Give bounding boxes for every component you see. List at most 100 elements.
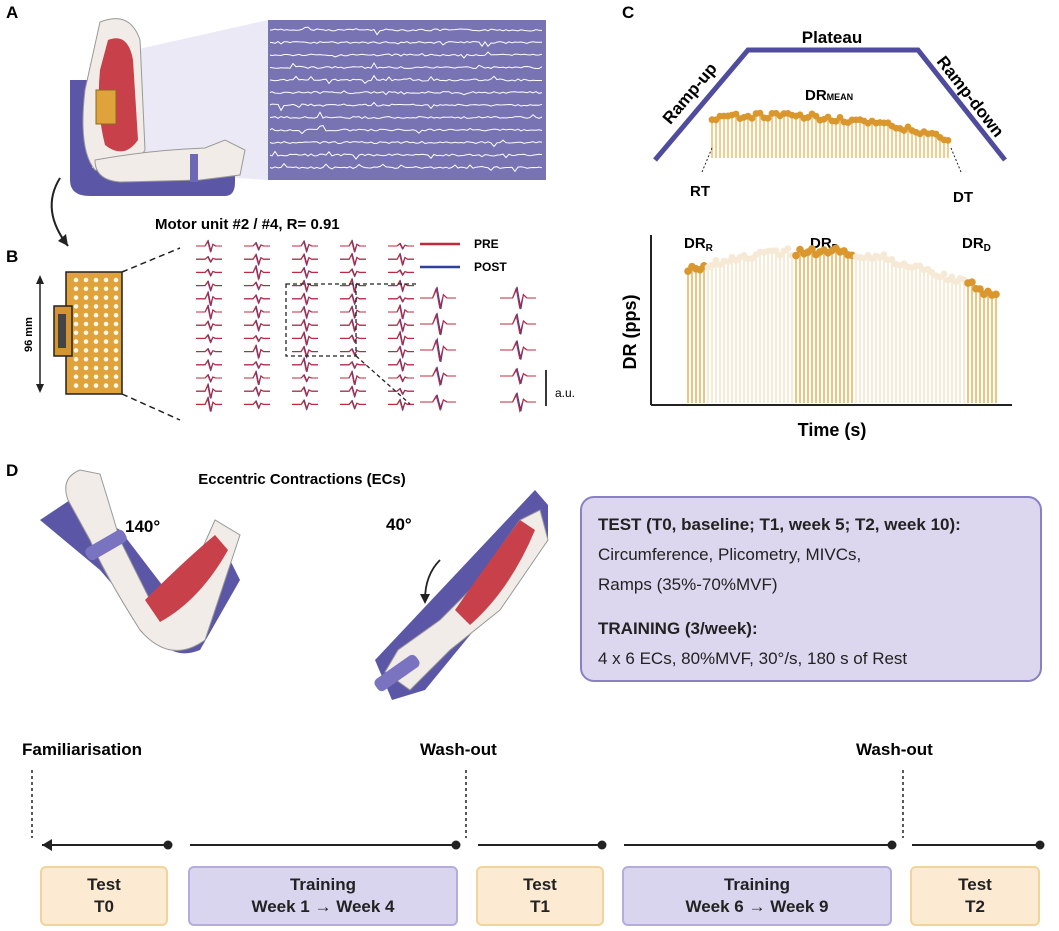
muap-waveform	[340, 305, 366, 320]
electrode-dot	[113, 304, 119, 309]
muap-waveform	[500, 286, 536, 309]
muap-waveform	[388, 387, 414, 395]
electrode-dot	[73, 277, 79, 283]
muap-waveform	[388, 398, 414, 411]
electrode-dot	[73, 356, 79, 362]
muap-waveform	[244, 400, 270, 410]
electrode-dot	[93, 339, 99, 344]
zoom-line-bottom	[121, 393, 181, 421]
electrode-dot	[103, 312, 109, 318]
muap-waveform	[196, 373, 222, 383]
dr-d-main: DR	[962, 235, 984, 252]
muap-waveform	[388, 269, 414, 276]
arm-illustration-a	[70, 18, 268, 196]
dr-point	[708, 261, 716, 269]
dr-point	[992, 290, 1000, 299]
dimension-label: 96 mm	[23, 317, 35, 352]
box-line-2: T1	[530, 897, 550, 916]
dr-point	[888, 255, 896, 263]
electrode-dot	[83, 383, 89, 388]
electrode-dot	[93, 330, 99, 336]
muap-waveform	[292, 374, 318, 383]
c-x-axis-label: Time (s)	[798, 420, 867, 440]
muap-waveform	[292, 292, 318, 306]
electrode-dot	[83, 374, 89, 380]
electrode-dot	[83, 286, 89, 292]
muap-waveform	[292, 305, 318, 320]
emg-trace	[269, 51, 543, 59]
timeline-box-test-t2: Test T2	[910, 866, 1040, 926]
muap-waveform	[292, 240, 318, 253]
electrode-dot	[103, 339, 109, 344]
electrode-dot	[73, 304, 79, 309]
electrode-dot	[93, 286, 99, 292]
muap-waveform	[388, 374, 414, 383]
electrode-dot	[73, 286, 79, 292]
muap-waveform	[244, 386, 270, 397]
test-line-1: Circumference, Plicometry, MIVCs,	[598, 545, 862, 564]
c-y-axis-label: DR (pps)	[620, 295, 640, 370]
familiarisation-label: Familiarisation	[22, 740, 142, 759]
muap-waveform	[292, 253, 318, 266]
dimension-arrow-bottom	[36, 384, 44, 393]
discharge-rate-bars-upper	[711, 113, 949, 158]
dr-point	[732, 110, 740, 118]
muap-waveform	[292, 386, 318, 397]
muap-waveform	[388, 295, 414, 303]
box-line-2: T2	[965, 897, 985, 916]
force-trapezoid	[653, 47, 1007, 162]
muap-waveform	[388, 358, 414, 373]
electrode-dot	[113, 348, 119, 353]
muap-zoom-waveforms	[420, 286, 536, 414]
dt-leader	[950, 147, 962, 173]
muap-waveform	[340, 334, 366, 343]
electrode-dot	[113, 374, 119, 380]
muap-waveform	[244, 335, 270, 343]
electrode-dot	[103, 365, 109, 371]
box-line-1: Test	[87, 875, 121, 894]
electrode-dot	[93, 304, 99, 309]
electrode-dot	[113, 295, 119, 300]
dr-point	[756, 109, 764, 117]
muap-waveform	[244, 319, 270, 332]
motor-unit-title: Motor unit #2 / #4, R= 0.91	[155, 216, 340, 233]
electrode-dot	[113, 312, 119, 318]
panel-label-c: C	[622, 3, 634, 22]
electrode-dot	[73, 383, 79, 388]
electrode-dot	[83, 339, 89, 344]
muap-waveform	[244, 344, 270, 360]
electrode-dot	[113, 286, 119, 292]
scale-bar-label: a.u.	[555, 386, 575, 400]
dr-r-label: DRR	[684, 235, 714, 254]
panel-label-b: B	[6, 247, 18, 266]
electrode-dot	[93, 312, 99, 318]
emg-trace	[269, 101, 543, 112]
electrode-dot	[83, 356, 89, 362]
emg-trace	[269, 61, 543, 69]
electrode-dot	[73, 365, 79, 371]
arrow-head	[58, 234, 68, 246]
dr-point	[976, 285, 984, 293]
electrode-dot	[73, 312, 79, 318]
electrode-dot	[73, 348, 79, 353]
ramp-down-label: Ramp-down	[933, 52, 1008, 140]
angle-40-label: 40°	[386, 515, 412, 534]
dr-mean-sub: MEAN	[827, 92, 854, 102]
muap-waveform-grid	[196, 239, 414, 412]
muap-waveform	[388, 330, 414, 346]
electrode-dot	[93, 321, 99, 327]
muap-waveform	[196, 255, 222, 263]
muap-waveform	[388, 304, 414, 319]
muap-waveform	[292, 279, 318, 293]
dr-point	[792, 251, 800, 260]
muap-waveform	[340, 277, 366, 293]
electrode-dot	[103, 374, 109, 380]
muap-waveform	[388, 252, 414, 267]
electrode-dot	[73, 295, 79, 300]
timeline-segments	[42, 839, 1045, 851]
emg-trace	[269, 150, 543, 160]
dr-point	[948, 273, 956, 281]
training-heading: TRAINING (3/week):	[598, 619, 758, 638]
muap-waveform	[340, 370, 366, 385]
